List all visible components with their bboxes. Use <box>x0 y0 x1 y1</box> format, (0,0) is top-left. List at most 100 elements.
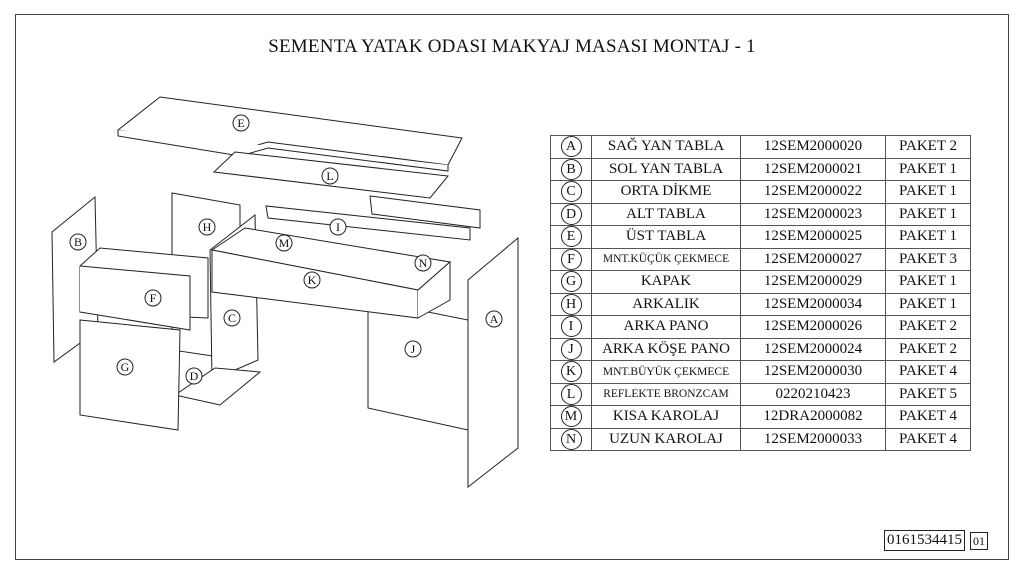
part-letter: M <box>560 406 582 428</box>
label-h: H <box>203 220 212 234</box>
part-j-corner-panel <box>367 299 469 431</box>
table-row: M KISA KAROLAJ 12DRA2000082 PAKET 4 <box>550 405 971 429</box>
part-code: 12SEM2000022 <box>740 180 886 204</box>
part-letter: D <box>560 203 582 225</box>
part-g-door <box>79 319 181 431</box>
table-row: G KAPAK 12SEM2000029 PAKET 1 <box>550 270 971 294</box>
label-n: N <box>419 256 428 270</box>
part-letter: K <box>560 361 582 383</box>
part-letter: E <box>560 226 582 248</box>
label-k: K <box>308 273 317 287</box>
part-package: PAKET 5 <box>885 382 971 406</box>
revision-number: 01 <box>970 532 988 550</box>
table-row: N UZUN KAROLAJ 12SEM2000033 PAKET 4 <box>550 427 971 451</box>
part-name: KISA KAROLAJ <box>591 405 741 429</box>
label-j: J <box>411 342 416 356</box>
part-letter-cell: I <box>550 315 592 339</box>
part-package: PAKET 1 <box>885 270 971 294</box>
label-m: M <box>279 236 290 250</box>
label-c: C <box>228 311 236 325</box>
part-code: 12SEM2000025 <box>740 225 886 249</box>
part-letter-cell: C <box>550 180 592 204</box>
part-letter: N <box>560 428 582 450</box>
part-i-back-panel <box>265 205 471 241</box>
part-package: PAKET 1 <box>885 180 971 204</box>
table-row: H ARKALIK 12SEM2000034 PAKET 1 <box>550 292 971 316</box>
part-letter-cell: F <box>550 247 592 271</box>
part-package: PAKET 2 <box>885 337 971 361</box>
exploded-assembly-drawing: E L B H I M N K F C A J G D <box>51 96 519 489</box>
table-row: F MNT.KÜÇÜK ÇEKMECE 12SEM2000027 PAKET 3 <box>550 247 971 271</box>
label-a: A <box>490 312 499 326</box>
part-code: 12SEM2000030 <box>740 360 886 384</box>
part-name: KAPAK <box>591 270 741 294</box>
table-row: C ORTA DİKME 12SEM2000022 PAKET 1 <box>550 180 971 204</box>
part-name: REFLEKTE BRONZCAM <box>591 382 741 406</box>
part-code: 12SEM2000027 <box>740 247 886 271</box>
part-letter: F <box>560 248 582 270</box>
table-row: I ARKA PANO 12SEM2000026 PAKET 2 <box>550 315 971 339</box>
part-package: PAKET 4 <box>885 405 971 429</box>
label-i: I <box>336 220 340 234</box>
page-title: SEMENTA YATAK ODASI MAKYAJ MASASI MONTAJ… <box>268 36 756 57</box>
part-letter: G <box>560 271 582 293</box>
part-letter: L <box>560 383 582 405</box>
part-letter: B <box>560 158 582 180</box>
part-letter-cell: A <box>550 135 592 159</box>
label-l: L <box>326 169 333 183</box>
part-letter: I <box>560 316 582 338</box>
part-package: PAKET 3 <box>885 247 971 271</box>
part-a-right-side <box>467 236 519 489</box>
part-code: 12SEM2000021 <box>740 157 886 181</box>
table-row: J ARKA KÖŞE PANO 12SEM2000024 PAKET 2 <box>550 337 971 361</box>
document-code: 0161534415 <box>884 530 965 551</box>
part-name: ARKA PANO <box>591 315 741 339</box>
label-b: B <box>74 235 82 249</box>
part-code: 0220210423 <box>740 382 886 406</box>
part-name: UZUN KAROLAJ <box>591 427 741 451</box>
part-letter-cell: N <box>550 427 592 451</box>
part-code: 12SEM2000020 <box>740 135 886 159</box>
part-e-top-panel <box>116 96 463 172</box>
part-code: 12SEM2000023 <box>740 202 886 226</box>
part-name: ÜST TABLA <box>591 225 741 249</box>
part-code: 12SEM2000029 <box>740 270 886 294</box>
table-row: K MNT.BÜYÜK ÇEKMECE 12SEM2000030 PAKET 4 <box>550 360 971 384</box>
part-name: ALT TABLA <box>591 202 741 226</box>
part-letter-cell: E <box>550 225 592 249</box>
part-letter-cell: B <box>550 157 592 181</box>
table-row: D ALT TABLA 12SEM2000023 PAKET 1 <box>550 202 971 226</box>
part-f-small-drawer <box>79 247 209 331</box>
part-letter-cell: J <box>550 337 592 361</box>
part-name: MNT.KÜÇÜK ÇEKMECE <box>591 247 741 271</box>
part-package: PAKET 4 <box>885 360 971 384</box>
part-name: ARKALIK <box>591 292 741 316</box>
part-name: SAĞ YAN TABLA <box>591 135 741 159</box>
part-code: 12SEM2000033 <box>740 427 886 451</box>
table-row: A SAĞ YAN TABLA 12SEM2000020 PAKET 2 <box>550 135 971 159</box>
label-d: D <box>190 369 199 383</box>
part-name: ARKA KÖŞE PANO <box>591 337 741 361</box>
part-package: PAKET 1 <box>885 202 971 226</box>
part-letter-cell: L <box>550 382 592 406</box>
part-package: PAKET 1 <box>885 225 971 249</box>
part-package: PAKET 1 <box>885 157 971 181</box>
part-package: PAKET 1 <box>885 292 971 316</box>
part-letter-cell: K <box>550 360 592 384</box>
part-letter-cell: D <box>550 202 592 226</box>
part-code: 12SEM2000024 <box>740 337 886 361</box>
part-letter-cell: H <box>550 292 592 316</box>
part-letter-cell: G <box>550 270 592 294</box>
part-letter: J <box>560 338 582 360</box>
part-letter: H <box>560 293 582 315</box>
part-package: PAKET 2 <box>885 315 971 339</box>
part-name: SOL YAN TABLA <box>591 157 741 181</box>
table-row: L REFLEKTE BRONZCAM 0220210423 PAKET 5 <box>550 382 971 406</box>
label-f: F <box>150 291 157 305</box>
part-letter: C <box>560 181 582 203</box>
part-name: ORTA DİKME <box>591 180 741 204</box>
part-package: PAKET 4 <box>885 427 971 451</box>
page-frame <box>15 14 1009 560</box>
part-code: 12SEM2000034 <box>740 292 886 316</box>
